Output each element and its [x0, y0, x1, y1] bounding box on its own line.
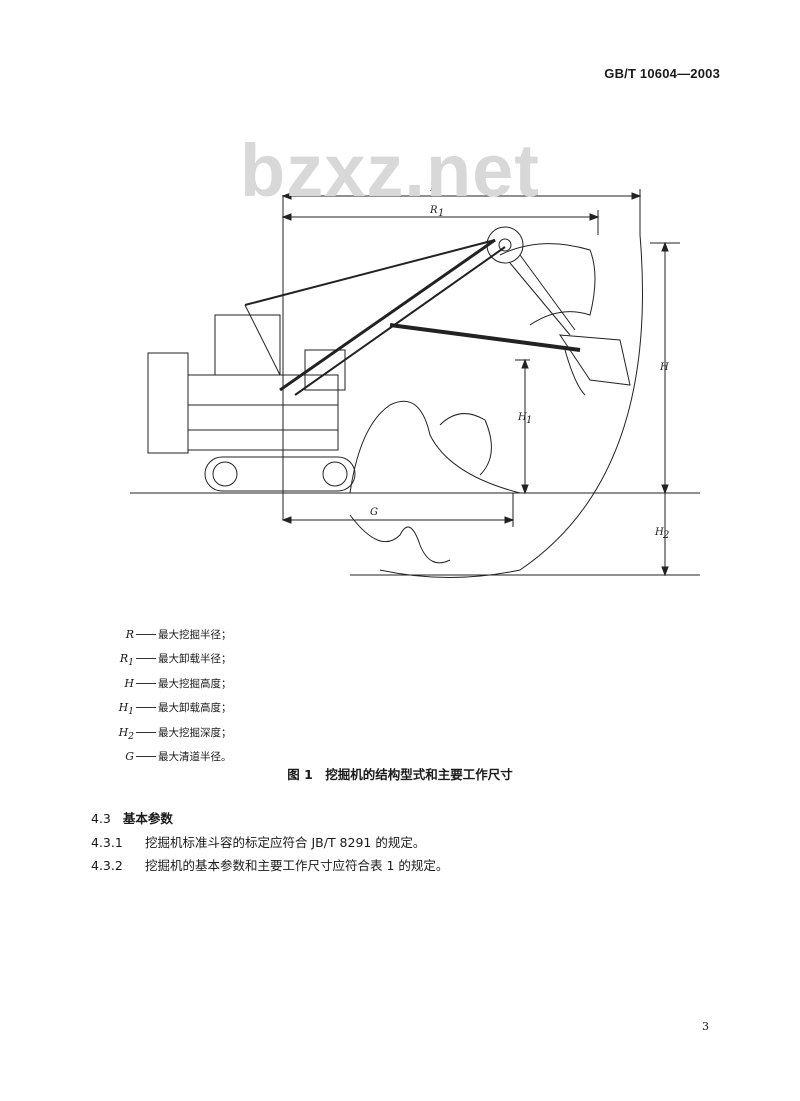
legend-description: 最大卸载半径； — [158, 653, 232, 666]
legend-item: R 最大挖掘半径； — [96, 625, 396, 649]
legend-description: 最大挖掘高度； — [158, 677, 232, 690]
legend-description: 最大挖掘半径； — [158, 629, 232, 641]
clause-number: 4.3.1 — [91, 835, 123, 850]
clause-number: 4.3.2 — [91, 858, 123, 873]
figure-caption: 图 1 挖掘机的结构型式和主要工作尺寸 — [287, 767, 513, 782]
clause-text: 挖掘机的基本参数和主要工作尺寸应符合表 1 的规定。 — [145, 858, 449, 873]
dipper-bucket — [559, 334, 631, 386]
label-R1: R — [429, 205, 438, 216]
boom-suspension — [244, 239, 496, 306]
legend-symbol: H2 — [118, 725, 134, 742]
section-number: 4.3 — [91, 811, 111, 826]
legend-item: R1 最大卸载半径； — [96, 649, 396, 673]
paragraph: 4.3.2 挖掘机的基本参数和主要工作尺寸应符合表 1 的规定。 — [91, 855, 448, 874]
legend-symbol: H — [124, 676, 134, 690]
label-H1-sub: 1 — [526, 415, 532, 426]
legend-item: H1 最大卸载高度； — [96, 698, 396, 722]
legend-description: 最大卸载高度； — [158, 702, 232, 715]
excavator-figure: R R 1 H H 1 H 2 G — [120, 175, 710, 595]
page-number: 3 — [702, 1020, 709, 1033]
digging-arc — [379, 234, 643, 578]
label-H1: H — [517, 412, 527, 423]
legend-symbol: G — [125, 749, 134, 763]
section-title: 基本参数 — [122, 811, 173, 826]
legend-symbol: H1 — [118, 701, 134, 718]
legend-symbol: R — [125, 628, 134, 641]
legend-description: 最大挖掘深度； — [158, 726, 232, 739]
dipper-stick — [389, 323, 581, 352]
legend-symbol: R1 — [119, 652, 134, 669]
legend-item: G 最大清道半径。 — [96, 747, 396, 771]
gantry — [214, 314, 281, 376]
operator-cab — [304, 349, 346, 391]
legend-item: H2 最大挖掘深度； — [96, 723, 396, 747]
label-H: H — [659, 362, 669, 373]
excavator-diagram: R R 1 H H 1 H 2 G — [130, 183, 700, 578]
crawler-track — [204, 456, 356, 492]
watermark: bzxz.net — [240, 129, 540, 212]
machine-house — [187, 374, 339, 451]
boom-point-sheave — [486, 226, 524, 264]
legend-description: 最大清道半径。 — [158, 750, 232, 763]
label-G: G — [370, 507, 378, 518]
label-H2: H — [654, 527, 664, 538]
label-R: R — [429, 183, 438, 194]
clause-text: 挖掘机标准斗容的标定应符合 JB/T 8291 的规定。 — [145, 835, 426, 850]
rock-face — [499, 243, 596, 326]
label-H2-sub: 2 — [662, 530, 669, 541]
figure-legend: R 最大挖掘半径； R1 最大卸载半径； H 最大挖掘高度； H1 最大卸载高度… — [96, 625, 396, 771]
counterweight — [147, 352, 189, 454]
soil-pile — [349, 400, 521, 494]
section-heading: 4.3 基本参数 — [91, 808, 173, 827]
standard-code: GB/T 10604—2003 — [604, 66, 720, 81]
label-R1-sub: 1 — [438, 208, 444, 219]
boom — [279, 238, 496, 392]
legend-item: H 最大挖掘高度； — [96, 674, 396, 698]
paragraph: 4.3.1 挖掘机标准斗容的标定应符合 JB/T 8291 的规定。 — [91, 832, 425, 851]
